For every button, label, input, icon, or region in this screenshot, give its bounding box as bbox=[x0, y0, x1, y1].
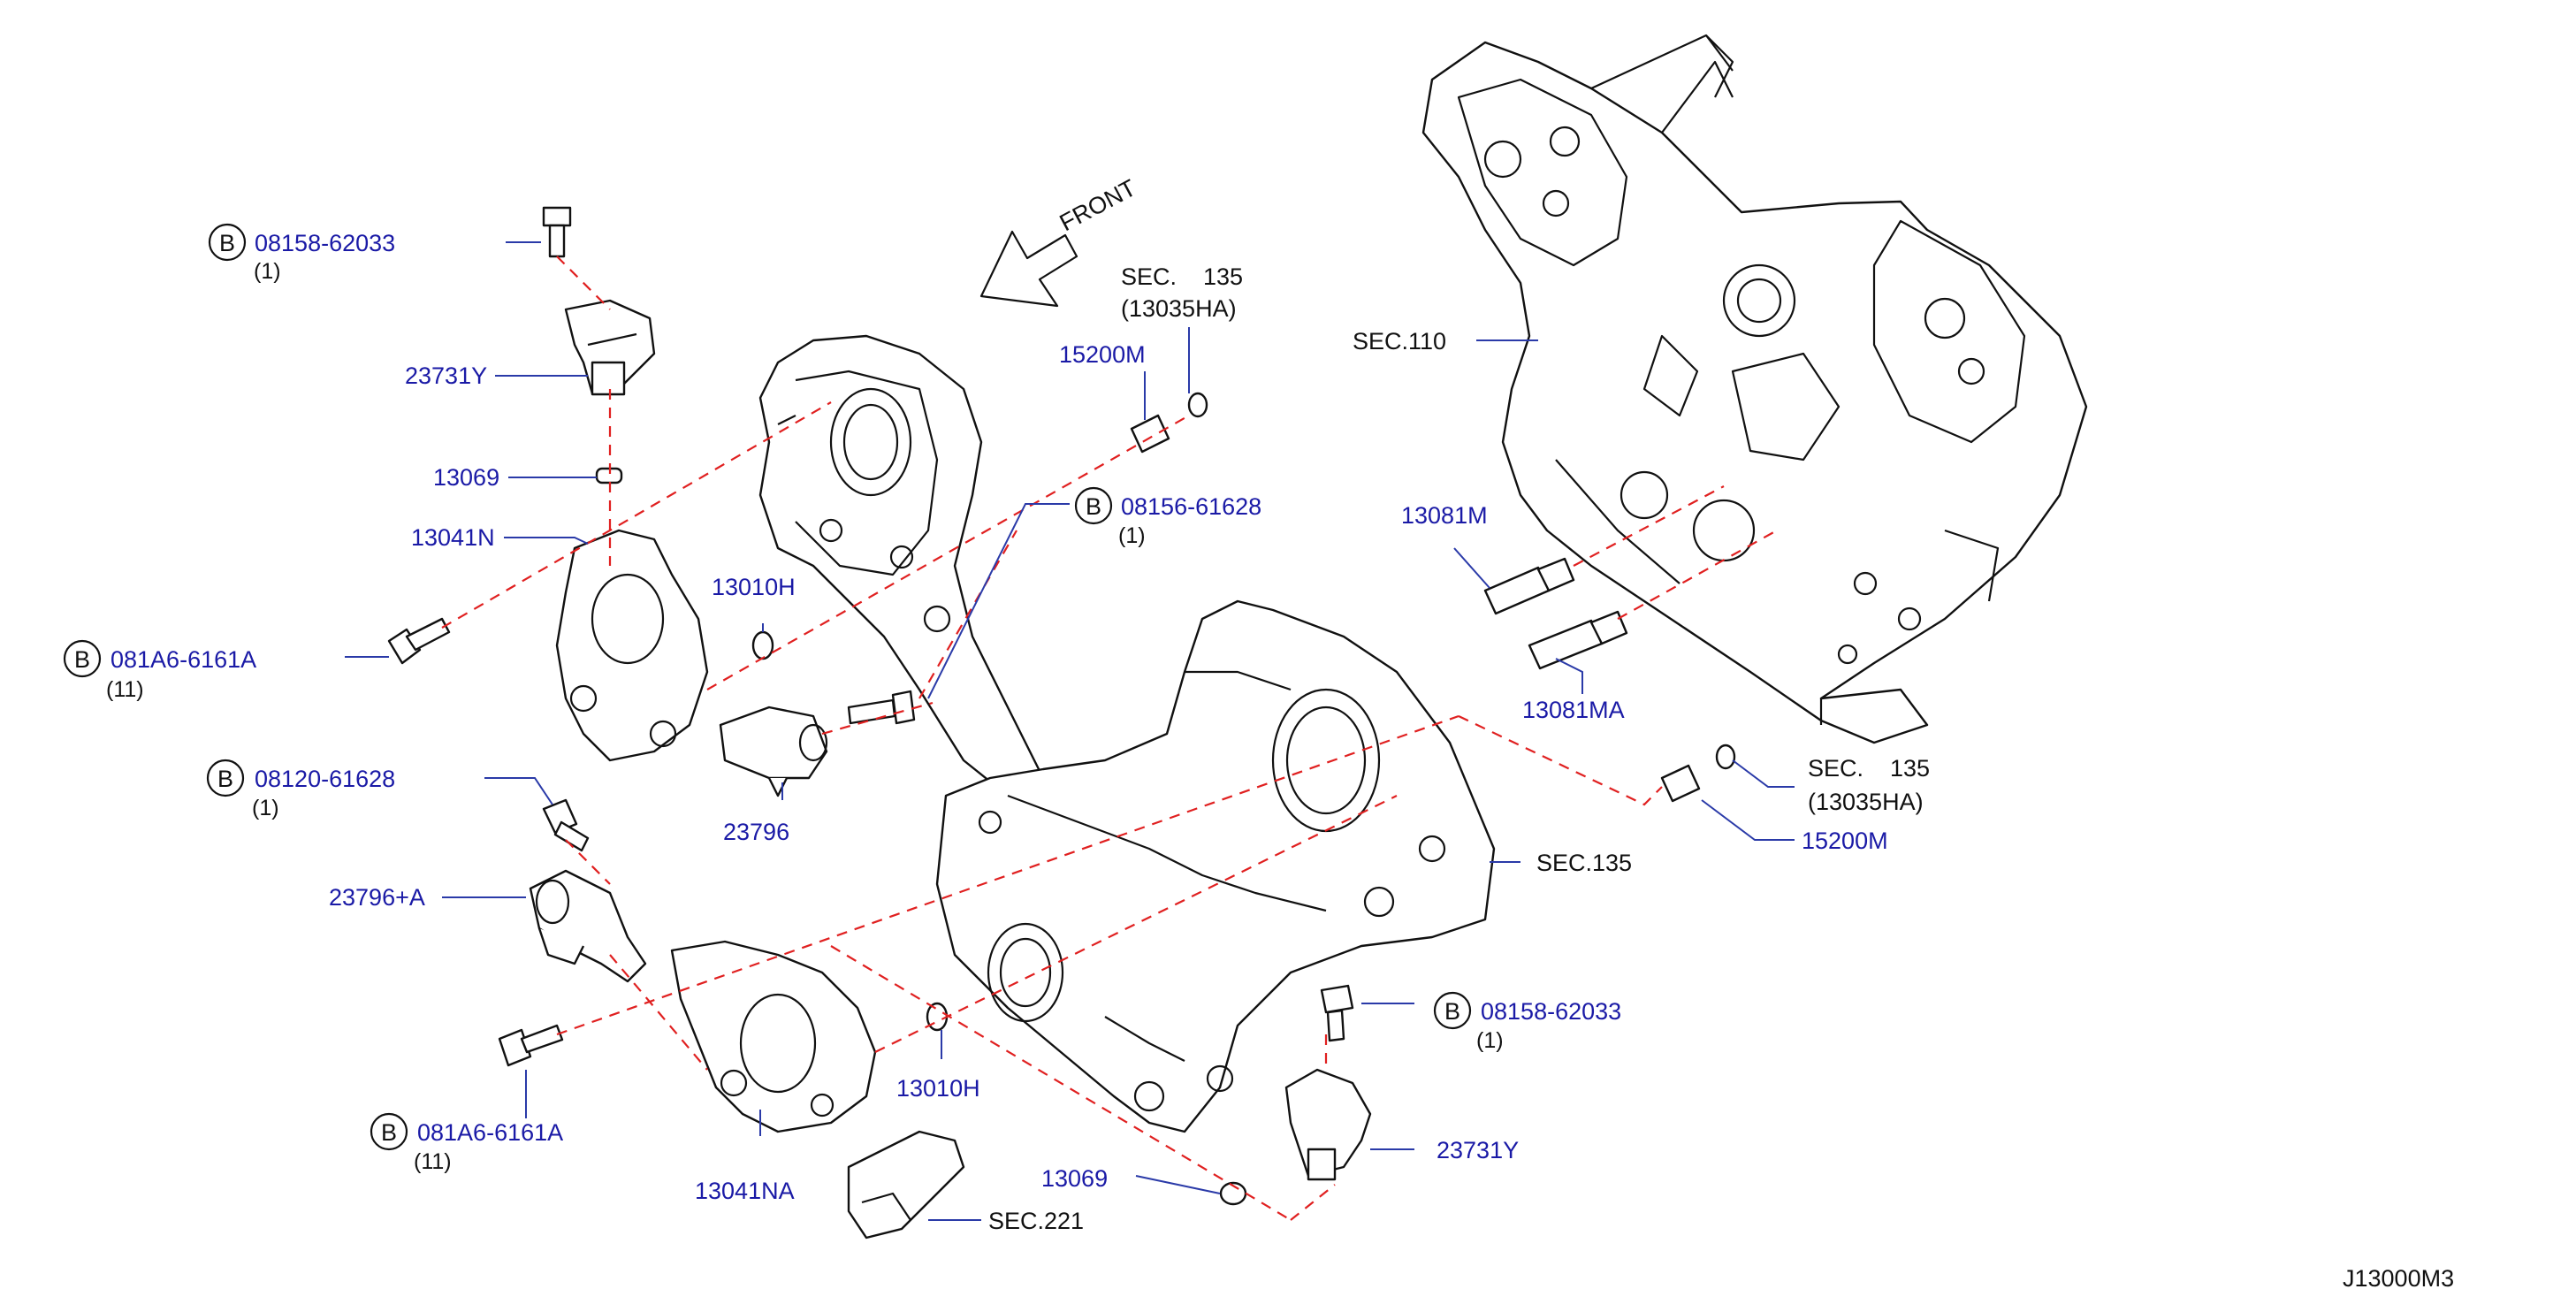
label-13069-top: 13069 bbox=[433, 464, 499, 491]
callout-bolt-08120-61628: B 08120-61628 (1) bbox=[206, 759, 395, 820]
part-number: 08158-62033 bbox=[255, 230, 395, 256]
label-13069-bottom: 13069 bbox=[1041, 1165, 1108, 1192]
sec-ref-line1: SEC. 135 bbox=[1121, 263, 1243, 290]
upper-timing-cover-drawing bbox=[758, 334, 1045, 797]
label-23796-A: 23796+A bbox=[329, 884, 425, 911]
part-number: 081A6-6161A bbox=[111, 646, 256, 673]
alignment-guides bbox=[441, 256, 1778, 1221]
bolt-marker-letter: B bbox=[1444, 998, 1460, 1025]
label-sec-221: SEC.221 bbox=[988, 1208, 1084, 1234]
sec-ref-line2: (13035HA) bbox=[1121, 295, 1237, 322]
bolt-marker-letter: B bbox=[381, 1119, 397, 1146]
callout-bolt-081A6-6161A-top: B 081A6-6161A (11) bbox=[63, 639, 256, 702]
bolt-marker-icon bbox=[1433, 991, 1472, 1030]
callout-bolt-08158-62033-top: B 08158-62033 (1) bbox=[208, 223, 395, 284]
part-number: 081A6-6161A bbox=[417, 1119, 563, 1146]
label-23731Y-top: 23731Y bbox=[405, 362, 487, 389]
label-13010H-top: 13010H bbox=[712, 574, 796, 600]
bolt-marker-icon bbox=[1074, 486, 1113, 525]
label-13041NA: 13041NA bbox=[695, 1178, 795, 1204]
front-arrow: FRONT bbox=[979, 174, 1140, 308]
label-13041N: 13041N bbox=[411, 524, 495, 551]
label-13010H-bottom: 13010H bbox=[896, 1075, 980, 1102]
bottom-cover-assembly-drawing bbox=[498, 798, 1372, 1240]
callout-sec-135-top: SEC. 135 (13035HA) bbox=[1121, 263, 1243, 322]
callout-bolt-08158-62033-bottom: B 08158-62033 (1) bbox=[1433, 991, 1621, 1053]
bolt-marker-icon bbox=[206, 759, 245, 797]
part-number: 08120-61628 bbox=[255, 766, 395, 792]
front-label: FRONT bbox=[1056, 174, 1140, 236]
label-23731Y-bottom: 23731Y bbox=[1437, 1137, 1519, 1163]
callout-sec-135-right: SEC. 135 (13035HA) bbox=[1808, 755, 1930, 815]
bolt-marker-icon bbox=[63, 639, 102, 678]
label-13081M: 13081M bbox=[1401, 502, 1488, 529]
sec-ref-line2: (13035HA) bbox=[1808, 789, 1924, 815]
part-qty: (1) bbox=[254, 259, 281, 284]
bolt-marker-icon bbox=[370, 1112, 408, 1151]
label-sec-110: SEC.110 bbox=[1353, 328, 1446, 355]
part-qty: (11) bbox=[414, 1149, 452, 1174]
top-sensor-assembly-drawing bbox=[387, 206, 916, 797]
bolt-marker-letter: B bbox=[74, 646, 90, 673]
callout-bolt-08156-61628: B 08156-61628 (1) bbox=[1074, 486, 1261, 548]
label-sec-135-mid: SEC.135 bbox=[1536, 850, 1632, 876]
part-number: 08158-62033 bbox=[1481, 998, 1621, 1025]
part-qty: (1) bbox=[1476, 1028, 1504, 1053]
label-15200M-top: 15200M bbox=[1059, 341, 1146, 368]
engine-block-drawing bbox=[1421, 34, 2088, 744]
label-23796: 23796 bbox=[723, 819, 789, 845]
label-13081MA: 13081MA bbox=[1522, 697, 1625, 723]
bolt-marker-letter: B bbox=[217, 766, 233, 792]
front-timing-cover-drawing bbox=[935, 599, 1496, 1133]
sec-ref-line1: SEC. 135 bbox=[1808, 755, 1930, 782]
callout-bolt-081A6-6161A-bottom: B 081A6-6161A (11) bbox=[370, 1112, 563, 1174]
bolt-marker-letter: B bbox=[219, 230, 235, 256]
dowels-drawing bbox=[1130, 392, 1736, 803]
bolt-marker-icon bbox=[208, 223, 247, 262]
part-qty: (1) bbox=[252, 796, 279, 820]
part-qty: (1) bbox=[1118, 523, 1146, 548]
label-15200M-right: 15200M bbox=[1802, 828, 1888, 854]
part-qty: (11) bbox=[106, 677, 144, 702]
leader-lines bbox=[345, 241, 1795, 1221]
bolt-marker-letter: B bbox=[1086, 493, 1101, 520]
diagram-id: J13000M3 bbox=[2343, 1265, 2454, 1292]
part-number: 08156-61628 bbox=[1121, 493, 1261, 520]
